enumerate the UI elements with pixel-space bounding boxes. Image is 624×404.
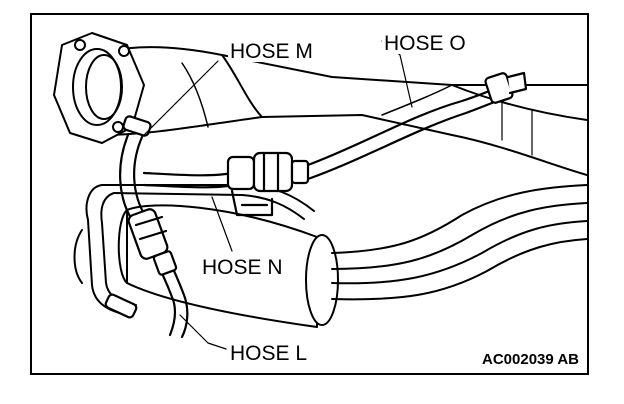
leader-hose-m bbox=[141, 60, 219, 138]
figure-code: AC002039 AB bbox=[482, 351, 579, 368]
leader-hose-n bbox=[211, 196, 233, 252]
hose-m-n-o bbox=[142, 71, 528, 217]
diagram-frame: HOSE M HOSE O HOSE N HOSE L AC002039 AB bbox=[30, 13, 589, 375]
label-hose-m: HOSE M bbox=[228, 40, 315, 63]
leader-hose-l bbox=[179, 314, 227, 350]
label-hose-o: HOSE O bbox=[382, 32, 468, 55]
exhaust-hose-illustration bbox=[53, 32, 587, 350]
label-hose-l: HOSE L bbox=[228, 342, 310, 365]
label-hose-n: HOSE N bbox=[200, 256, 285, 279]
hose-l bbox=[104, 115, 189, 339]
